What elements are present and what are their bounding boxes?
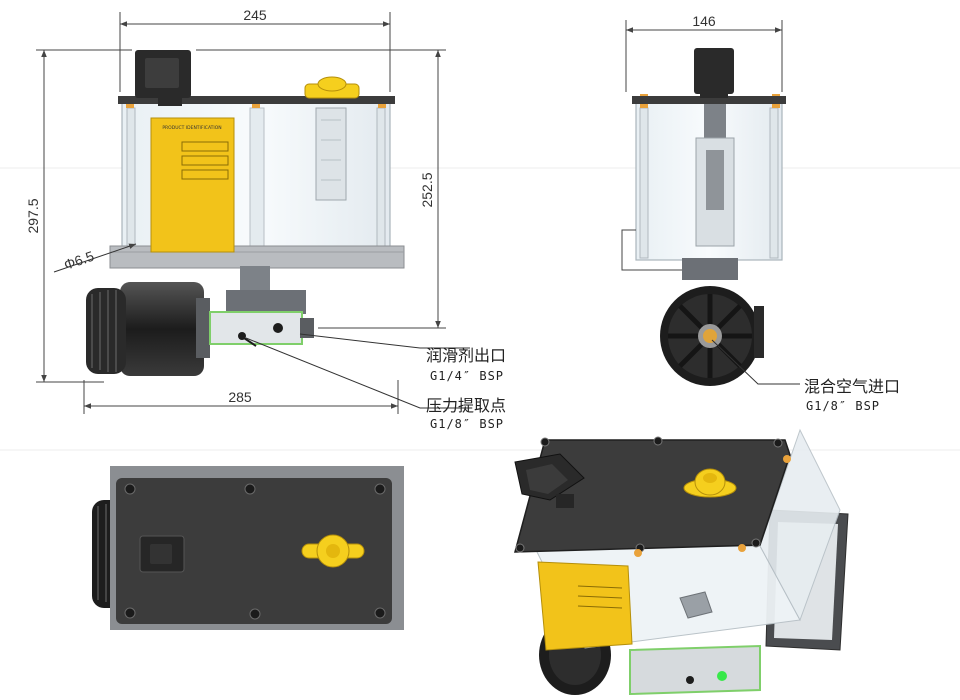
dim-side-width-label: 146 <box>692 13 716 29</box>
iso-view <box>514 428 849 696</box>
top-view <box>92 466 404 630</box>
dim-front-width: 245 <box>119 7 391 92</box>
iso-indicator <box>717 671 727 681</box>
iso-filler-cap <box>683 468 737 498</box>
top-filler-cap <box>301 534 365 568</box>
dim-tank-height: 252.5 <box>196 49 446 329</box>
callout-pressure-point-label: 压力提取点 <box>426 396 506 415</box>
callout-lube-outlet: 润滑剂出口 G1/4″ BSP <box>299 333 506 383</box>
front-motor <box>120 282 204 376</box>
dim-hole-diameter-label: Φ6.5 <box>62 248 96 273</box>
iso-outlet-block <box>629 644 761 696</box>
dim-total-height: 297.5 <box>25 49 132 383</box>
dim-tank-height-label: 252.5 <box>419 172 435 207</box>
side-top-plate <box>632 96 786 104</box>
dim-total-width: 285 <box>83 380 399 414</box>
front-top-plate <box>118 96 395 104</box>
callout-air-inlet: 混合空气进口 G1/8″ BSP <box>711 339 900 413</box>
callout-pressure-point: 压力提取点 G1/8″ BSP <box>245 337 506 431</box>
identification-plate <box>150 117 235 253</box>
dim-total-height-label: 297.5 <box>25 198 41 233</box>
plate-caption: PRODUCT IDENTIFICATION <box>162 125 221 131</box>
top-plate <box>116 478 392 624</box>
dim-front-width-label: 245 <box>243 7 267 23</box>
dim-side-width: 146 <box>625 13 783 92</box>
dim-total-width-label: 285 <box>228 389 252 405</box>
callout-lube-outlet-label: 润滑剂出口 <box>426 346 506 365</box>
iso-connector <box>514 453 585 508</box>
side-view <box>621 48 786 386</box>
callout-air-inlet-label: 混合空气进口 <box>804 377 900 396</box>
side-connector <box>694 48 734 94</box>
front-view: PRODUCT IDENTIFICATION <box>86 50 405 376</box>
iso-top-plate <box>514 439 791 553</box>
filler-strainer <box>315 107 347 201</box>
callout-lube-outlet-spec: G1/4″ BSP <box>430 369 504 383</box>
outlet-block <box>209 311 303 345</box>
callout-air-inlet-spec: G1/8″ BSP <box>806 399 880 413</box>
callout-pressure-point-spec: G1/8″ BSP <box>430 417 504 431</box>
